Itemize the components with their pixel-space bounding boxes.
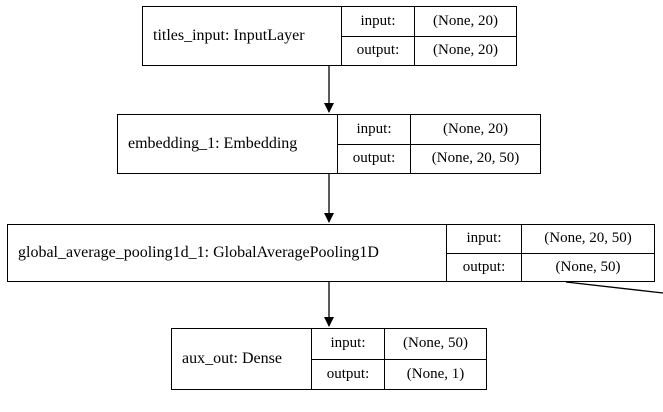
output-shape: (None, 50): [555, 258, 621, 275]
node-global-average-pooling1d-1: global_average_pooling1d_1: GlobalAverag…: [7, 224, 655, 282]
node-aux-out: aux_out: Dense input: (None, 50) output:…: [171, 328, 487, 390]
input-label: input:: [342, 7, 415, 36]
output-row: output: (None, 20, 50): [338, 143, 540, 173]
node-ports: input: (None, 20, 50) output: (None, 50): [447, 225, 654, 281]
input-shape: (None, 20, 50): [544, 230, 632, 247]
node-name: embedding_1: Embedding: [118, 115, 338, 173]
input-shape: (None, 50): [403, 335, 468, 352]
output-label: output:: [342, 36, 415, 65]
node-ports: input: (None, 50) output: (None, 1): [312, 329, 486, 389]
input-label: input:: [447, 225, 522, 253]
input-shape: (None, 20): [443, 120, 508, 137]
output-label: output:: [447, 253, 522, 281]
input-label: input:: [312, 329, 385, 359]
output-label: output:: [312, 359, 385, 389]
input-shape: (None, 20): [433, 12, 498, 29]
output-row: output: (None, 1): [312, 358, 486, 389]
input-row: input: (None, 20): [338, 115, 540, 144]
output-row: output: (None, 50): [447, 252, 654, 281]
edge-pooling-to-offscreen: [565, 281, 663, 294]
node-embedding-1: embedding_1: Embedding input: (None, 20)…: [117, 114, 541, 174]
output-shape: (None, 20): [433, 42, 498, 59]
input-row: input: (None, 50): [312, 329, 486, 359]
node-name: global_average_pooling1d_1: GlobalAverag…: [8, 225, 447, 281]
input-row: input: (None, 20): [342, 7, 516, 36]
input-row: input: (None, 20, 50): [447, 225, 654, 253]
output-label: output:: [338, 144, 411, 173]
output-shape: (None, 20, 50): [431, 150, 520, 167]
input-label: input:: [338, 115, 411, 144]
node-ports: input: (None, 20) output: (None, 20): [342, 7, 516, 65]
output-shape: (None, 1): [406, 365, 465, 382]
node-titles-input: titles_input: InputLayer input: (None, 2…: [142, 6, 517, 66]
node-name: aux_out: Dense: [172, 329, 312, 389]
output-row: output: (None, 20): [342, 35, 516, 65]
node-ports: input: (None, 20) output: (None, 20, 50): [338, 115, 540, 173]
node-name: titles_input: InputLayer: [143, 7, 342, 65]
